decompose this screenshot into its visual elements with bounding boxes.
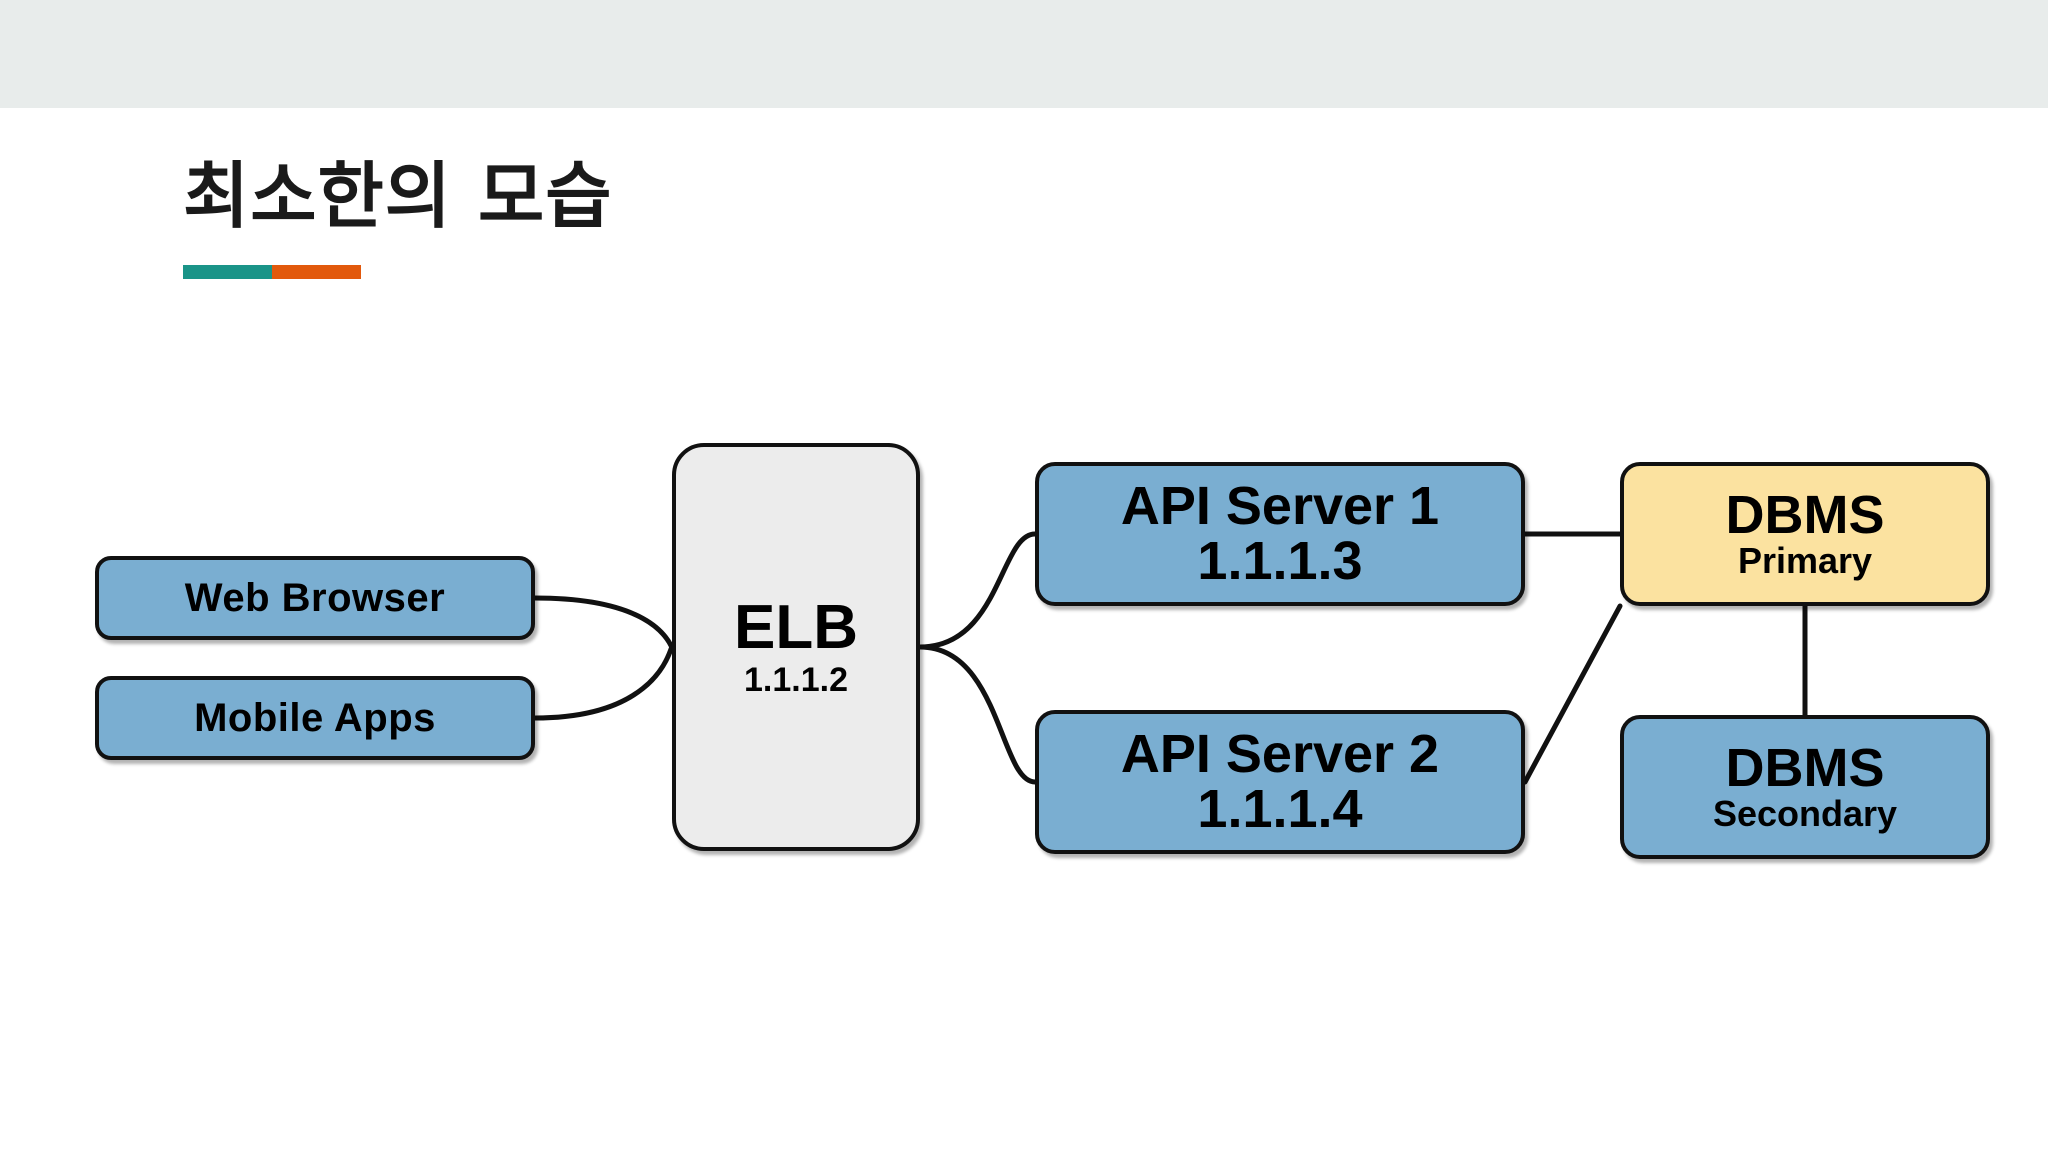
- node-elb-label: ELB: [734, 593, 858, 663]
- edge-mobile-apps-to-elb: [532, 644, 675, 721]
- node-dbms-primary-label: DBMS: [1725, 485, 1885, 546]
- node-mobile-apps[interactable]: Mobile Apps: [95, 676, 535, 760]
- node-elb[interactable]: ELB 1.1.1.2: [672, 443, 920, 851]
- node-api-server-1-label: API Server 1: [1120, 475, 1440, 536]
- node-elb-ip: 1.1.1.2: [744, 661, 848, 700]
- node-dbms-secondary[interactable]: DBMS Secondary: [1620, 715, 1990, 859]
- node-api-server-1[interactable]: API Server 1 1.1.1.3: [1035, 462, 1525, 606]
- node-web-browser-label: Web Browser: [184, 575, 446, 620]
- node-web-browser[interactable]: Web Browser: [95, 556, 535, 640]
- edge-api-server-2-to-dbms-primary: [1522, 603, 1623, 785]
- page-title: 최소한의 모습: [183, 154, 613, 238]
- accent-segment-teal: [183, 265, 272, 279]
- node-api-server-1-ip: 1.1.1.3: [1197, 531, 1363, 591]
- node-api-server-2[interactable]: API Server 2 1.1.1.4: [1035, 710, 1525, 854]
- node-api-server-2-label: API Server 2: [1120, 723, 1440, 784]
- edge-web-browser-to-elb: [532, 595, 675, 650]
- node-dbms-primary-role: Primary: [1737, 540, 1873, 582]
- node-api-server-2-ip: 1.1.1.4: [1197, 779, 1363, 839]
- edge-elb-to-api-server-1: [917, 531, 1038, 650]
- edge-elb-to-api-server-2: [917, 644, 1038, 785]
- title-accent-underline: [183, 265, 361, 279]
- header-band: [0, 0, 2048, 108]
- node-dbms-primary[interactable]: DBMS Primary: [1620, 462, 1990, 606]
- node-dbms-secondary-label: DBMS: [1725, 738, 1885, 799]
- node-mobile-apps-label: Mobile Apps: [194, 695, 436, 740]
- node-dbms-secondary-role: Secondary: [1712, 793, 1898, 835]
- accent-segment-orange: [272, 265, 361, 279]
